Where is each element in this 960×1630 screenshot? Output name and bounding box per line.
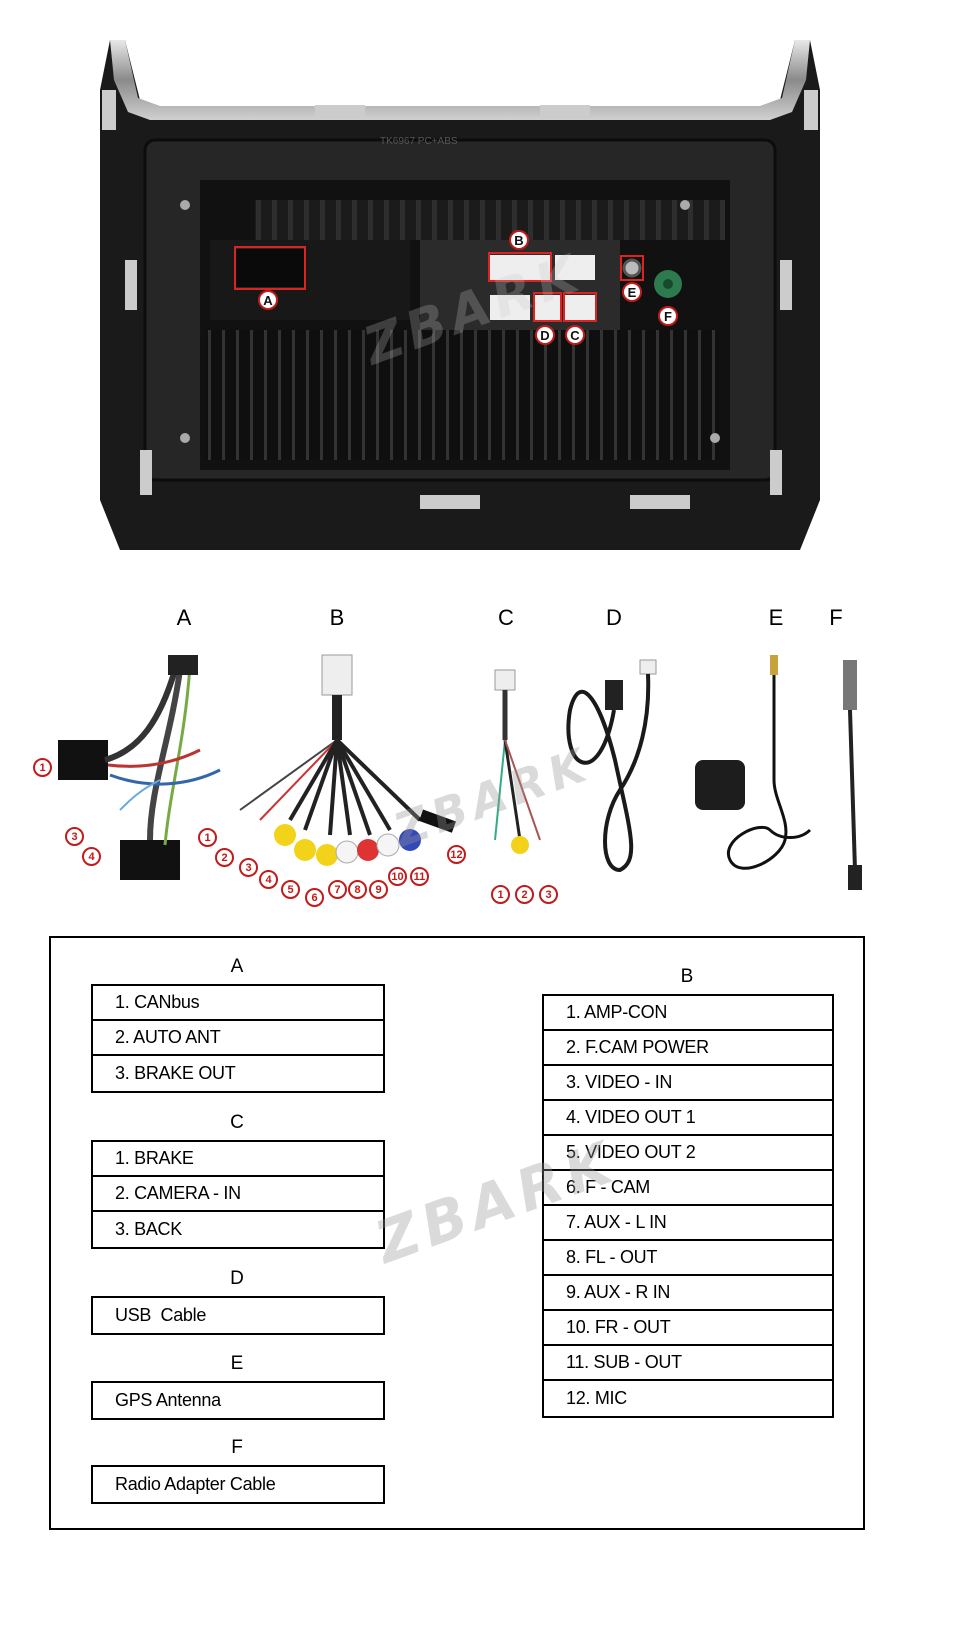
cable-b-marker-5: 5 — [281, 880, 300, 899]
legend-a-title: A — [230, 956, 244, 977]
cable-header-a: A — [176, 605, 192, 630]
cable-illustrations — [58, 654, 862, 890]
cable-a-marker-4: 4 — [82, 847, 101, 866]
legend-d-title: D — [230, 1268, 244, 1289]
legend-c-table: 1. BRAKE 2. CAMERA - IN 3. BACK — [91, 1140, 385, 1249]
legend-b-table: 1. AMP-CON 2. F.CAM POWER 3. VIDEO - IN … — [542, 994, 834, 1418]
legend-b-row: 10. FR - OUT — [544, 1311, 832, 1346]
legend-a-row: 3. BRAKE OUT — [115, 1063, 236, 1083]
cable-header-e: E — [768, 605, 784, 630]
callout-d: D — [535, 325, 555, 345]
legend-a-row: 1. CANbus — [93, 986, 383, 1021]
cable-a-canbus-harness — [58, 655, 221, 880]
connector-e-highlight — [620, 255, 644, 281]
connector-a-highlight — [234, 246, 306, 290]
callout-c: C — [565, 325, 585, 345]
head-unit-rear-photo: TK6967 PC+ABS A B C D E F ZBARK — [80, 30, 840, 590]
cable-a-marker-1: 1 — [33, 758, 52, 777]
legend-d-row: USB Cable — [115, 1305, 207, 1325]
legend-b-row: 8. FL - OUT — [544, 1241, 832, 1276]
legend-b-row: 9. AUX - R IN — [544, 1276, 832, 1311]
cable-e-gps-antenna — [695, 655, 812, 870]
connector-c-highlight — [563, 292, 597, 322]
cable-a-marker-3: 3 — [65, 827, 84, 846]
cable-b-marker-1: 1 — [198, 828, 217, 847]
legend-panel: A 1. CANbus 2. AUTO ANT 3. BRAKE OUT C 1… — [49, 936, 865, 1530]
cable-header-d: D — [606, 605, 622, 630]
legend-c-title: C — [230, 1112, 244, 1133]
legend-d-table: USB Cable — [91, 1296, 385, 1335]
cable-b-marker-4: 4 — [259, 870, 278, 889]
callout-a: A — [258, 290, 278, 310]
cable-b-rca-harness — [239, 654, 456, 866]
legend-c-row: 1. BRAKE — [93, 1142, 383, 1177]
legend-e-title: E — [230, 1353, 244, 1374]
connector-d-highlight — [533, 292, 562, 322]
cable-b-marker-7: 7 — [328, 880, 347, 899]
legend-b-row: 1. AMP-CON — [544, 996, 832, 1031]
legend-a-row: 2. AUTO ANT — [93, 1021, 383, 1056]
connector-b-highlight — [488, 252, 552, 282]
legend-f-title: F — [231, 1437, 243, 1458]
cable-header-b: B — [329, 605, 345, 630]
legend-b-title: B — [680, 966, 694, 987]
legend-c-row: 3. BACK — [115, 1219, 182, 1239]
legend-e-row: GPS Antenna — [115, 1390, 221, 1410]
cable-header-f: F — [829, 605, 843, 630]
legend-b-row: 4. VIDEO OUT 1 — [544, 1101, 832, 1136]
cable-c-marker-1: 1 — [491, 885, 510, 904]
legend-f-table: Radio Adapter Cable — [91, 1465, 385, 1504]
cable-b-marker-9: 9 — [369, 880, 388, 899]
cable-b-marker-10: 10 — [388, 867, 407, 886]
cable-c-marker-3: 3 — [539, 885, 558, 904]
callout-f: F — [658, 306, 678, 326]
cable-b-marker-3: 3 — [239, 858, 258, 877]
cable-header-c: C — [498, 605, 514, 630]
legend-b-row: 3. VIDEO - IN — [544, 1066, 832, 1101]
legend-b-row: 12. MIC — [566, 1388, 627, 1408]
cable-c-marker-2: 2 — [515, 885, 534, 904]
cable-d-usb — [566, 659, 657, 873]
legend-e-table: GPS Antenna — [91, 1381, 385, 1420]
cable-b-marker-11: 11 — [410, 867, 429, 886]
legend-b-row: 11. SUB - OUT — [544, 1346, 832, 1381]
legend-b-row: 2. F.CAM POWER — [544, 1031, 832, 1066]
legend-b-row: 6. F - CAM — [544, 1171, 832, 1206]
callout-b: B — [509, 230, 529, 250]
callout-e: E — [622, 282, 642, 302]
cable-b-marker-8: 8 — [348, 880, 367, 899]
cable-b-marker-6: 6 — [305, 888, 324, 907]
legend-b-row: 7. AUX - L IN — [544, 1206, 832, 1241]
molded-part-label: TK6967 PC+ABS — [380, 136, 458, 147]
cable-f-radio-adapter — [843, 660, 862, 890]
head-unit-illustration — [100, 40, 820, 550]
legend-a-table: 1. CANbus 2. AUTO ANT 3. BRAKE OUT — [91, 984, 385, 1093]
legend-f-row: Radio Adapter Cable — [115, 1474, 276, 1494]
legend-c-row: 2. CAMERA - IN — [93, 1177, 383, 1212]
cable-b-marker-2: 2 — [215, 848, 234, 867]
cable-c-camera-harness — [494, 669, 541, 854]
legend-b-row: 5. VIDEO OUT 2 — [544, 1136, 832, 1171]
cable-b-marker-12: 12 — [447, 845, 466, 864]
